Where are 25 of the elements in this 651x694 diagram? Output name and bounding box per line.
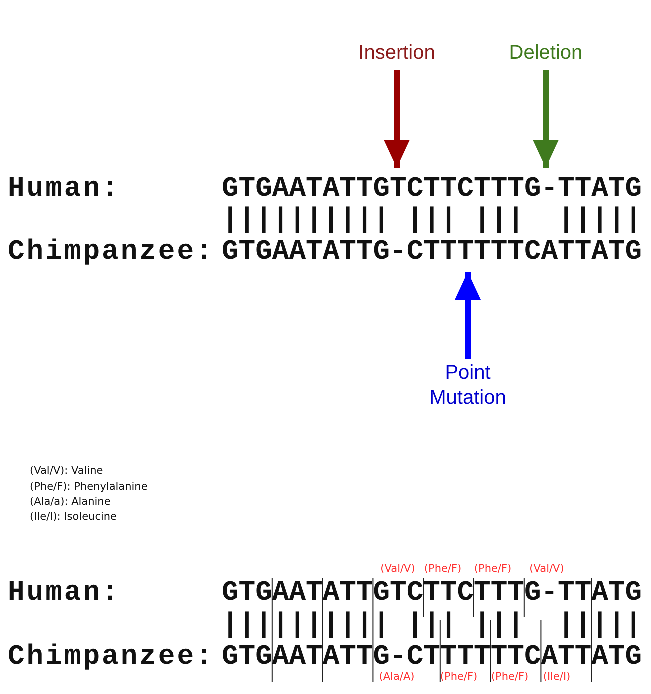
- mutation-label: Deletion: [509, 42, 583, 64]
- amino-acid-note: (Ile/I): Isoleucine: [30, 510, 118, 524]
- species-label: Human:: [8, 580, 121, 608]
- dna-sequence: GTGAATATTG-CTTTTTTCATTATG: [222, 237, 642, 268]
- species-label: Chimpanzee:: [8, 644, 215, 672]
- arrow: [455, 272, 481, 359]
- amino-acid-note: (Phe/F): Phenylalanine: [30, 480, 148, 494]
- arrow: [533, 70, 559, 168]
- mutation-label: Insertion: [358, 42, 436, 64]
- amino-acid-note: (Ala/a): Alanine: [30, 496, 111, 508]
- dna-sequence: GTGAATATTGTCTTCTTTG-TTATG: [222, 174, 642, 205]
- amino-acid-label: (Val/V): [530, 562, 564, 576]
- amino-acid-label: (Phe/F): [491, 670, 529, 684]
- amino-acid-label: (Ala/A): [379, 670, 415, 684]
- amino-acid-label: (Phe/F): [474, 562, 512, 576]
- amino-acid-label: (Val/V): [380, 562, 416, 576]
- amino-acid-label: (Phe/F): [440, 670, 478, 684]
- amino-acid-label: (Ile/I): [543, 670, 571, 684]
- amino-acid-note: (Val/V): Valine: [30, 464, 104, 478]
- match-bars: |||||||||| ||| ||| |||||: [222, 207, 642, 235]
- amino-acid-label: (Phe/F): [424, 562, 462, 576]
- arrow: [384, 70, 410, 168]
- mutation-label: Point Mutation: [430, 362, 506, 409]
- species-label: Chimpanzee:: [8, 239, 215, 267]
- species-label: Human:: [8, 176, 121, 204]
